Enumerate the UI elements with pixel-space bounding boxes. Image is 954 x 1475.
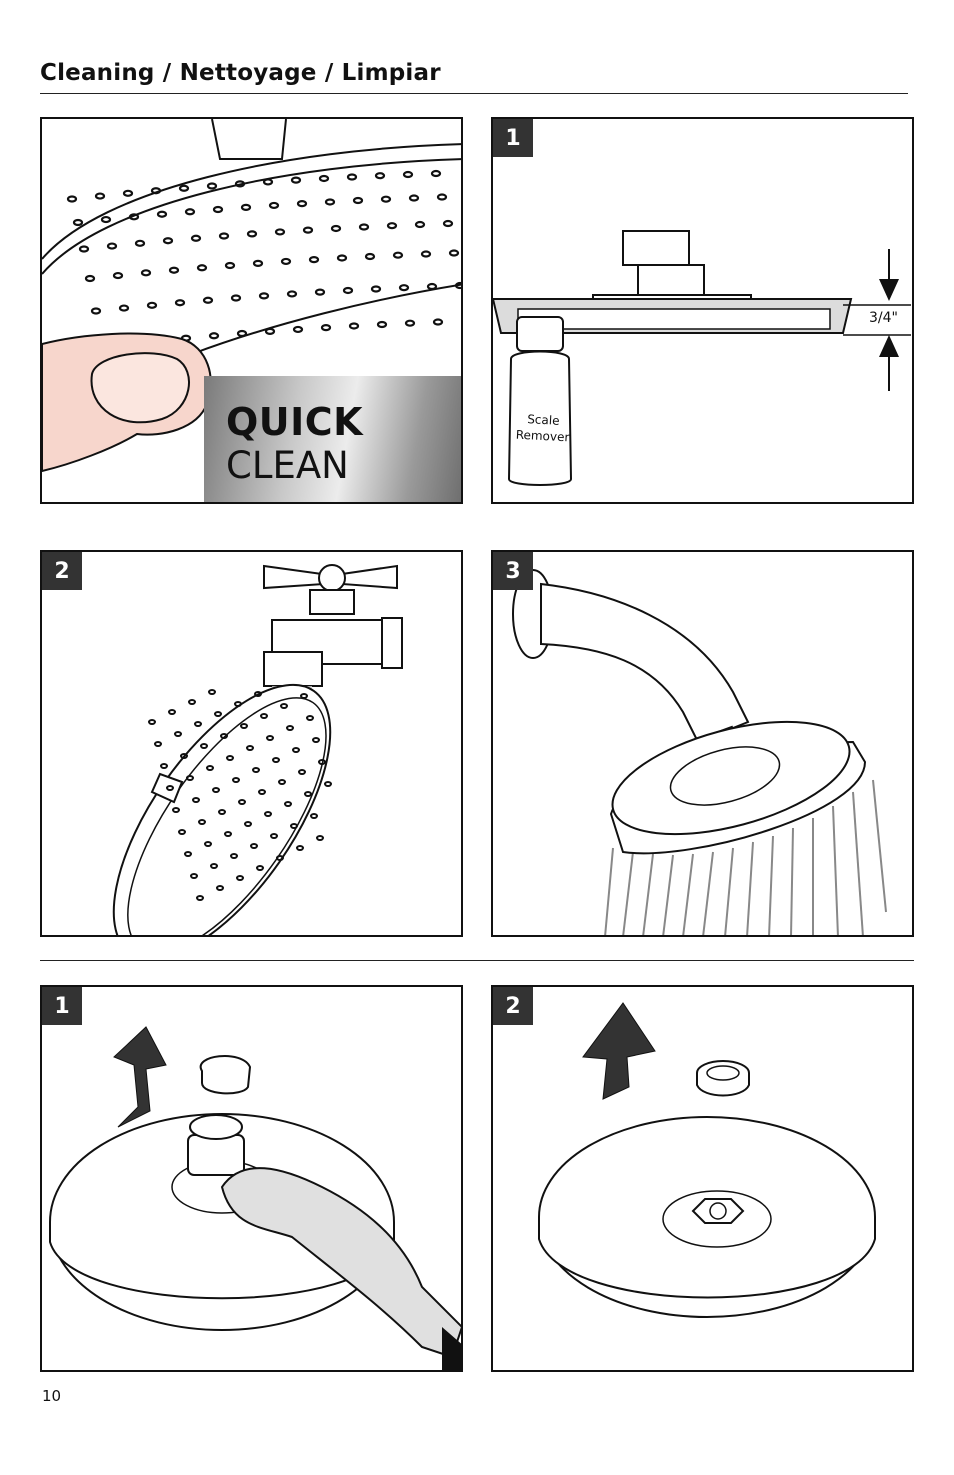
step-panel-a2: 2 — [40, 550, 463, 937]
quick-clean-badge: QUICK CLEAN — [204, 376, 461, 502]
step-panel-b2: 2 — [491, 985, 914, 1372]
title-rule — [40, 93, 908, 94]
quick-clean-line1: QUICK — [226, 400, 364, 444]
nozzle-pattern — [148, 689, 332, 901]
step-number: 2 — [493, 987, 533, 1025]
step-panel-a3: 3 — [491, 550, 914, 937]
step-panel-b1: 1 — [40, 985, 463, 1372]
run-water-illustration — [512, 569, 887, 935]
step-number: 2 — [42, 552, 82, 590]
remove-nut-with-wrench-illustration — [49, 1026, 461, 1370]
filter-washer-icon — [696, 1060, 750, 1097]
scale-remover-bottle-icon — [507, 316, 573, 486]
remove-filter-illustration — [538, 1002, 876, 1318]
spray-lines — [604, 779, 887, 935]
finger-press-icon — [90, 352, 190, 424]
step-number: 1 — [42, 987, 82, 1025]
section-divider — [40, 960, 914, 961]
step-number: 1 — [493, 119, 533, 157]
up-arrow-icon — [582, 1002, 656, 1100]
quick-clean-line2: CLEAN — [226, 444, 349, 487]
step-panel-a1: 1 Scale Remover 3/4" — [491, 117, 914, 504]
page-title: Cleaning / Nettoyage / Limpiar — [40, 60, 441, 86]
up-arrow-icon — [113, 1026, 167, 1128]
soak-in-scale-remover-illustration — [493, 230, 911, 486]
height-dimension: 3/4" — [869, 310, 898, 326]
faucet-icon — [263, 564, 403, 687]
rinse-under-faucet-illustration — [112, 564, 403, 935]
quick-clean-panel: QUICK CLEAN — [40, 117, 463, 504]
step-number: 3 — [493, 552, 533, 590]
rotate-arrow-icon — [199, 1055, 252, 1095]
page-number: 10 — [42, 1387, 62, 1405]
wrench-icon — [220, 1167, 461, 1370]
bottle-label: Scale Remover — [515, 412, 570, 445]
